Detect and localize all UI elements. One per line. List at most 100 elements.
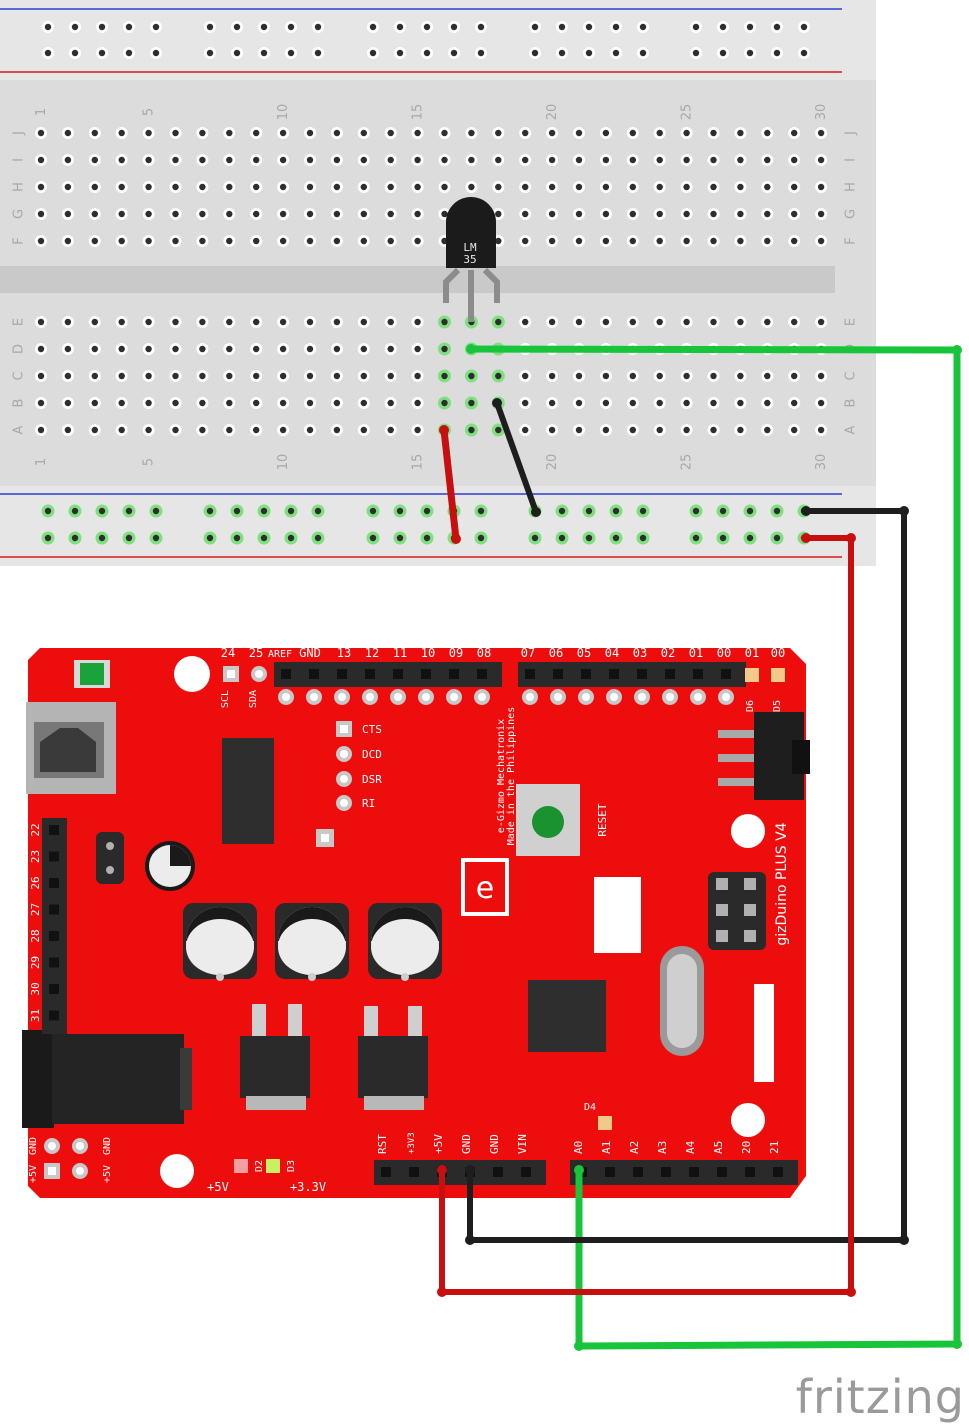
header-pin[interactable] — [665, 669, 675, 679]
header-pin[interactable] — [49, 931, 59, 941]
uart-label: CTS — [362, 723, 382, 736]
power-pin-label: +3V3 — [407, 1132, 417, 1154]
row-letter-right: B — [844, 399, 859, 408]
capacitor-small — [145, 841, 195, 891]
header-pin[interactable] — [521, 1167, 531, 1177]
fuse-green — [80, 663, 104, 685]
header-pin[interactable] — [689, 1167, 699, 1177]
pin-label: 01 — [745, 646, 759, 660]
header-pin[interactable] — [493, 1167, 503, 1177]
pin-label: 01 — [689, 646, 703, 660]
header-pin[interactable] — [49, 878, 59, 888]
power-pin-label: GND — [460, 1134, 473, 1154]
board-name: gizDuino PLUS V4 — [774, 822, 790, 945]
header-pin[interactable] — [525, 669, 535, 679]
header-pin[interactable] — [581, 669, 591, 679]
bottom-power-rail — [0, 486, 876, 566]
header-pin[interactable] — [49, 851, 59, 862]
header-pin[interactable] — [365, 669, 375, 679]
header-pin[interactable] — [49, 984, 59, 994]
header-pin[interactable] — [605, 1167, 615, 1177]
header-pin[interactable] — [745, 1167, 755, 1177]
led-d3 — [266, 1159, 280, 1173]
wire-end — [952, 1339, 962, 1349]
dc-power-jack — [22, 1030, 192, 1128]
sensor-body — [446, 197, 496, 268]
row-letter-left: A — [12, 425, 27, 434]
header-pin[interactable] — [637, 669, 647, 679]
pin-label: 06 — [549, 646, 563, 660]
crystal-inner — [667, 954, 697, 1048]
header-pin[interactable] — [421, 669, 431, 679]
header-pin[interactable] — [477, 669, 487, 679]
row-letter-right: F — [844, 237, 859, 244]
header-pin[interactable] — [553, 669, 563, 679]
capacitor — [368, 903, 442, 981]
led-label-d2: D2 — [254, 1160, 265, 1172]
mount-hole-top-left — [174, 656, 210, 692]
pin-label: 11 — [393, 646, 407, 660]
mount-hole-bottom-right — [731, 1103, 765, 1137]
uart-label: RI — [362, 797, 375, 810]
analog-pin-label: A0 — [572, 1141, 585, 1154]
wire-ground-breadboard[interactable] — [494, 400, 539, 515]
header-pin[interactable] — [773, 1167, 783, 1177]
header-pin[interactable] — [633, 1167, 643, 1177]
header-pin[interactable] — [409, 1167, 419, 1177]
wire-end — [899, 1235, 909, 1245]
led-label-d5: D5 — [772, 700, 783, 712]
row-letter-right: A — [844, 425, 859, 434]
header-pin[interactable] — [449, 669, 459, 679]
wire-end — [574, 1165, 584, 1175]
header-pin[interactable] — [309, 669, 319, 679]
pin-label: 24 — [221, 646, 235, 660]
header-pin[interactable] — [381, 1167, 391, 1177]
row-letter-right: E — [844, 318, 859, 326]
wire-end — [439, 425, 449, 435]
sensor-leg-right — [482, 267, 500, 303]
side-pin-label: 26 — [29, 876, 42, 889]
capacitors-large — [183, 903, 442, 981]
header-pin[interactable] — [393, 669, 403, 679]
column-number-top: 20 — [545, 104, 560, 121]
wire-end — [846, 533, 856, 543]
led-label-d3: D3 — [286, 1160, 297, 1172]
header-pin[interactable] — [281, 669, 291, 679]
header-pin[interactable] — [49, 825, 59, 835]
power-switch[interactable] — [718, 712, 810, 800]
reset-button[interactable] — [516, 784, 580, 856]
svg-text:e: e — [476, 871, 494, 906]
row-letter-left: E — [12, 318, 27, 326]
led-d4 — [598, 1116, 612, 1130]
label-pad — [594, 877, 641, 953]
header-pin[interactable] — [49, 957, 59, 968]
row-letter-left: C — [12, 371, 27, 380]
wire-end — [846, 1287, 856, 1297]
led-label-d6: D6 — [745, 700, 756, 712]
row-letter-left: G — [12, 209, 27, 219]
analog-pin-label: A4 — [684, 1140, 697, 1154]
capacitor — [275, 903, 349, 981]
wire-end — [574, 1341, 584, 1351]
header-pin[interactable] — [693, 669, 703, 679]
wire-vcc-breadboard[interactable] — [440, 426, 460, 543]
i2c-label: SCL — [220, 690, 231, 708]
wire-end — [801, 506, 811, 516]
aux-label-right: +5V — [102, 1165, 113, 1183]
pin-label: 00 — [771, 646, 785, 660]
header-pin[interactable] — [721, 669, 731, 679]
header-pin[interactable] — [661, 1167, 671, 1177]
row-letter-left: B — [12, 399, 27, 408]
header-pin[interactable] — [337, 669, 347, 679]
header-pin[interactable] — [609, 669, 619, 679]
header-pin[interactable] — [49, 1010, 59, 1021]
analog-pin-label: A3 — [656, 1141, 669, 1154]
column-number-top: 30 — [814, 104, 829, 121]
header-pin[interactable] — [717, 1167, 727, 1177]
usb-port — [40, 728, 96, 772]
side-pin-label: 28 — [29, 929, 42, 942]
led-rx — [771, 668, 785, 682]
header-pin[interactable] — [49, 904, 59, 915]
pin-label: 12 — [365, 646, 379, 660]
